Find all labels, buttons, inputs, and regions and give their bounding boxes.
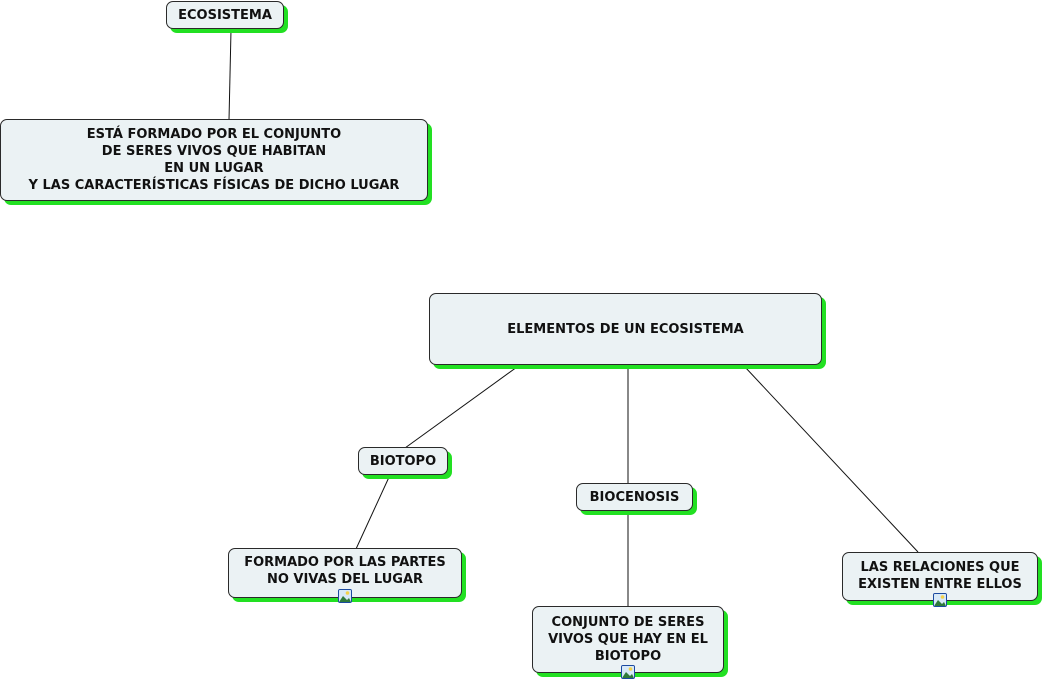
node-biocenosis[interactable]: BIOCENOSIS <box>576 483 693 511</box>
link-elementos-biotopo <box>404 366 518 449</box>
node-elementos-label: ELEMENTOS DE UN ECOSISTEMA <box>507 321 744 337</box>
node-biocenosis-desc-label: CONJUNTO DE SERES VIVOS QUE HAY EN EL BI… <box>548 615 708 664</box>
link-elementos-relaciones <box>744 366 919 553</box>
node-biotopo[interactable]: BIOTOPO <box>358 447 448 475</box>
image-icon[interactable] <box>621 665 635 679</box>
node-ecosistema[interactable]: ECOSISTEMA <box>166 1 284 29</box>
image-icon[interactable] <box>933 593 947 607</box>
node-biocenosis-desc[interactable]: CONJUNTO DE SERES VIVOS QUE HAY EN EL BI… <box>532 606 724 673</box>
node-relaciones-label: LAS RELACIONES QUE EXISTEN ENTRE ELLOS <box>858 560 1022 592</box>
node-biotopo-label: BIOTOPO <box>369 453 437 469</box>
link-biotopo-desc <box>355 474 391 550</box>
node-biotopo-desc[interactable]: FORMADO POR LAS PARTES NO VIVAS DEL LUGA… <box>228 548 462 598</box>
node-ecosistema-label: ECOSISTEMA <box>178 7 272 23</box>
image-icon[interactable] <box>338 589 352 603</box>
link-ecosistema-definicion <box>228 29 232 121</box>
node-relaciones[interactable]: LAS RELACIONES QUE EXISTEN ENTRE ELLOS <box>842 552 1038 601</box>
node-elementos[interactable]: ELEMENTOS DE UN ECOSISTEMA <box>429 293 822 365</box>
node-biocenosis-label: BIOCENOSIS <box>589 489 680 505</box>
node-definicion-label: ESTÁ FORMADO POR EL CONJUNTO DE SERES VI… <box>28 127 400 193</box>
node-definicion[interactable]: ESTÁ FORMADO POR EL CONJUNTO DE SERES VI… <box>0 119 428 201</box>
node-biotopo-desc-label: FORMADO POR LAS PARTES NO VIVAS DEL LUGA… <box>244 555 446 587</box>
